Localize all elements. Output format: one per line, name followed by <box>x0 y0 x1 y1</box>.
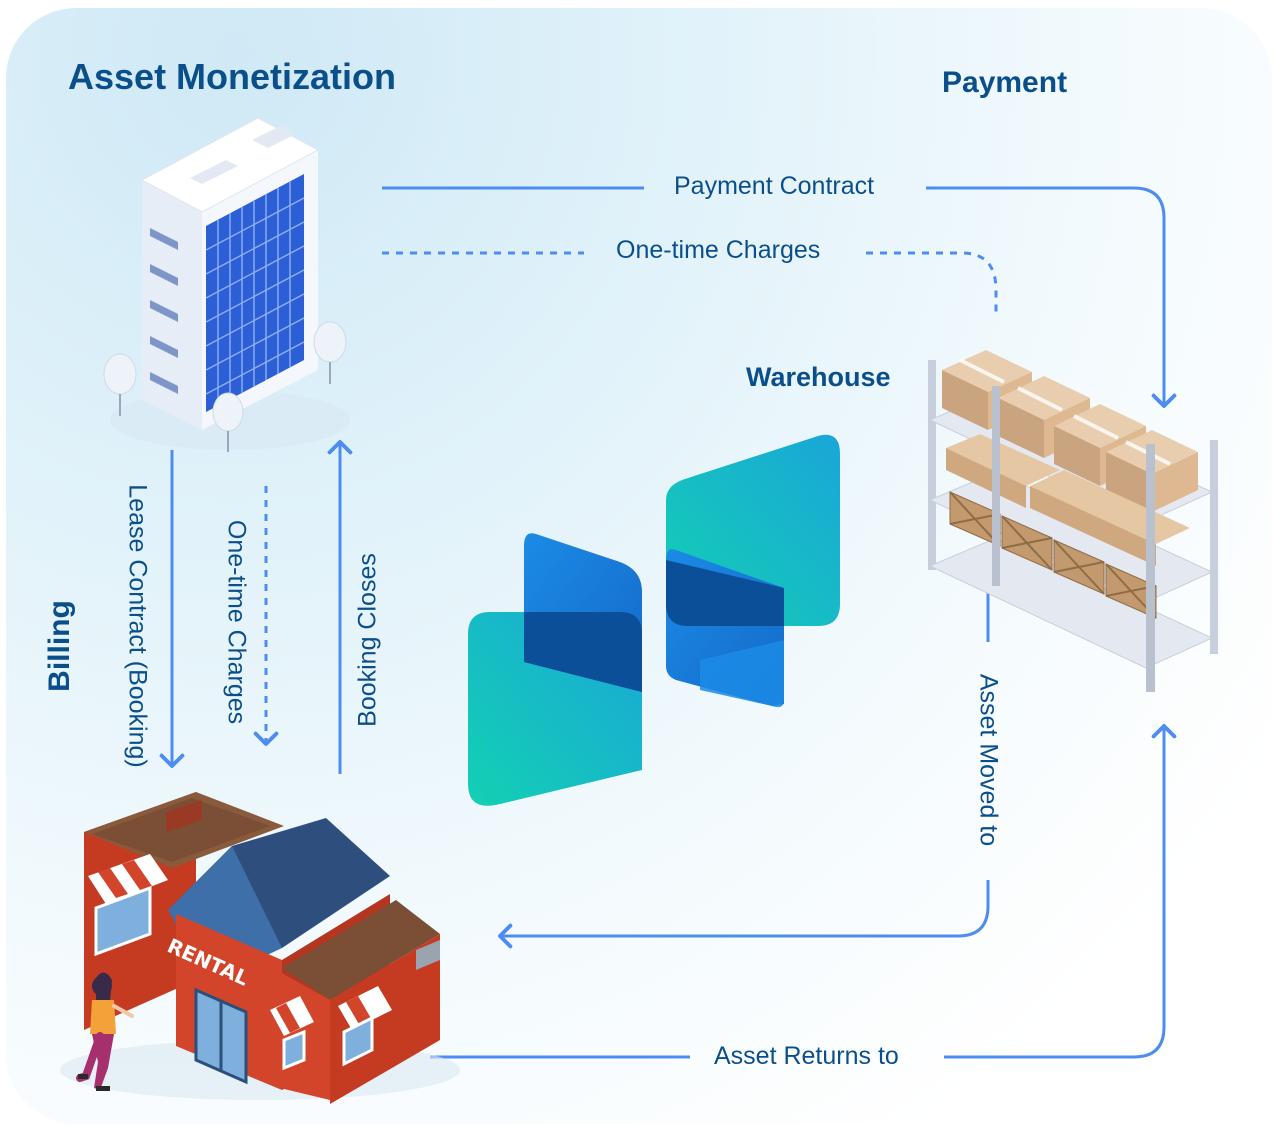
billing-node-label: Billing <box>43 600 76 692</box>
edge-one-time-charges-top-line <box>382 251 998 312</box>
one-time-charges-left-label: One-time Charges <box>222 519 251 725</box>
brand-logo-icon <box>468 434 840 806</box>
payment-contract-label: Payment Contract <box>674 172 875 200</box>
diagram-title: Asset Monetization <box>68 56 397 97</box>
warehouse-node-label: Warehouse <box>746 362 891 392</box>
edge-payment-contract-line <box>382 186 1177 408</box>
booking-closes-label: Booking Closes <box>353 553 382 727</box>
office-building-icon <box>103 117 350 452</box>
woman-walking-icon <box>76 972 134 1091</box>
one-time-charges-top-label: One-time Charges <box>616 236 821 264</box>
asset-moved-to-label: Asset Moved to <box>974 673 1003 847</box>
edge-asset-returns-to-line <box>430 724 1177 1059</box>
warehouse-shelves-icon <box>928 350 1218 692</box>
payment-node-label: Payment <box>942 66 1068 99</box>
lease-contract-label: Lease Contract (Booking) <box>123 484 152 768</box>
asset-returns-to-label: Asset Returns to <box>714 1042 899 1070</box>
rental-store-icon <box>60 792 460 1104</box>
